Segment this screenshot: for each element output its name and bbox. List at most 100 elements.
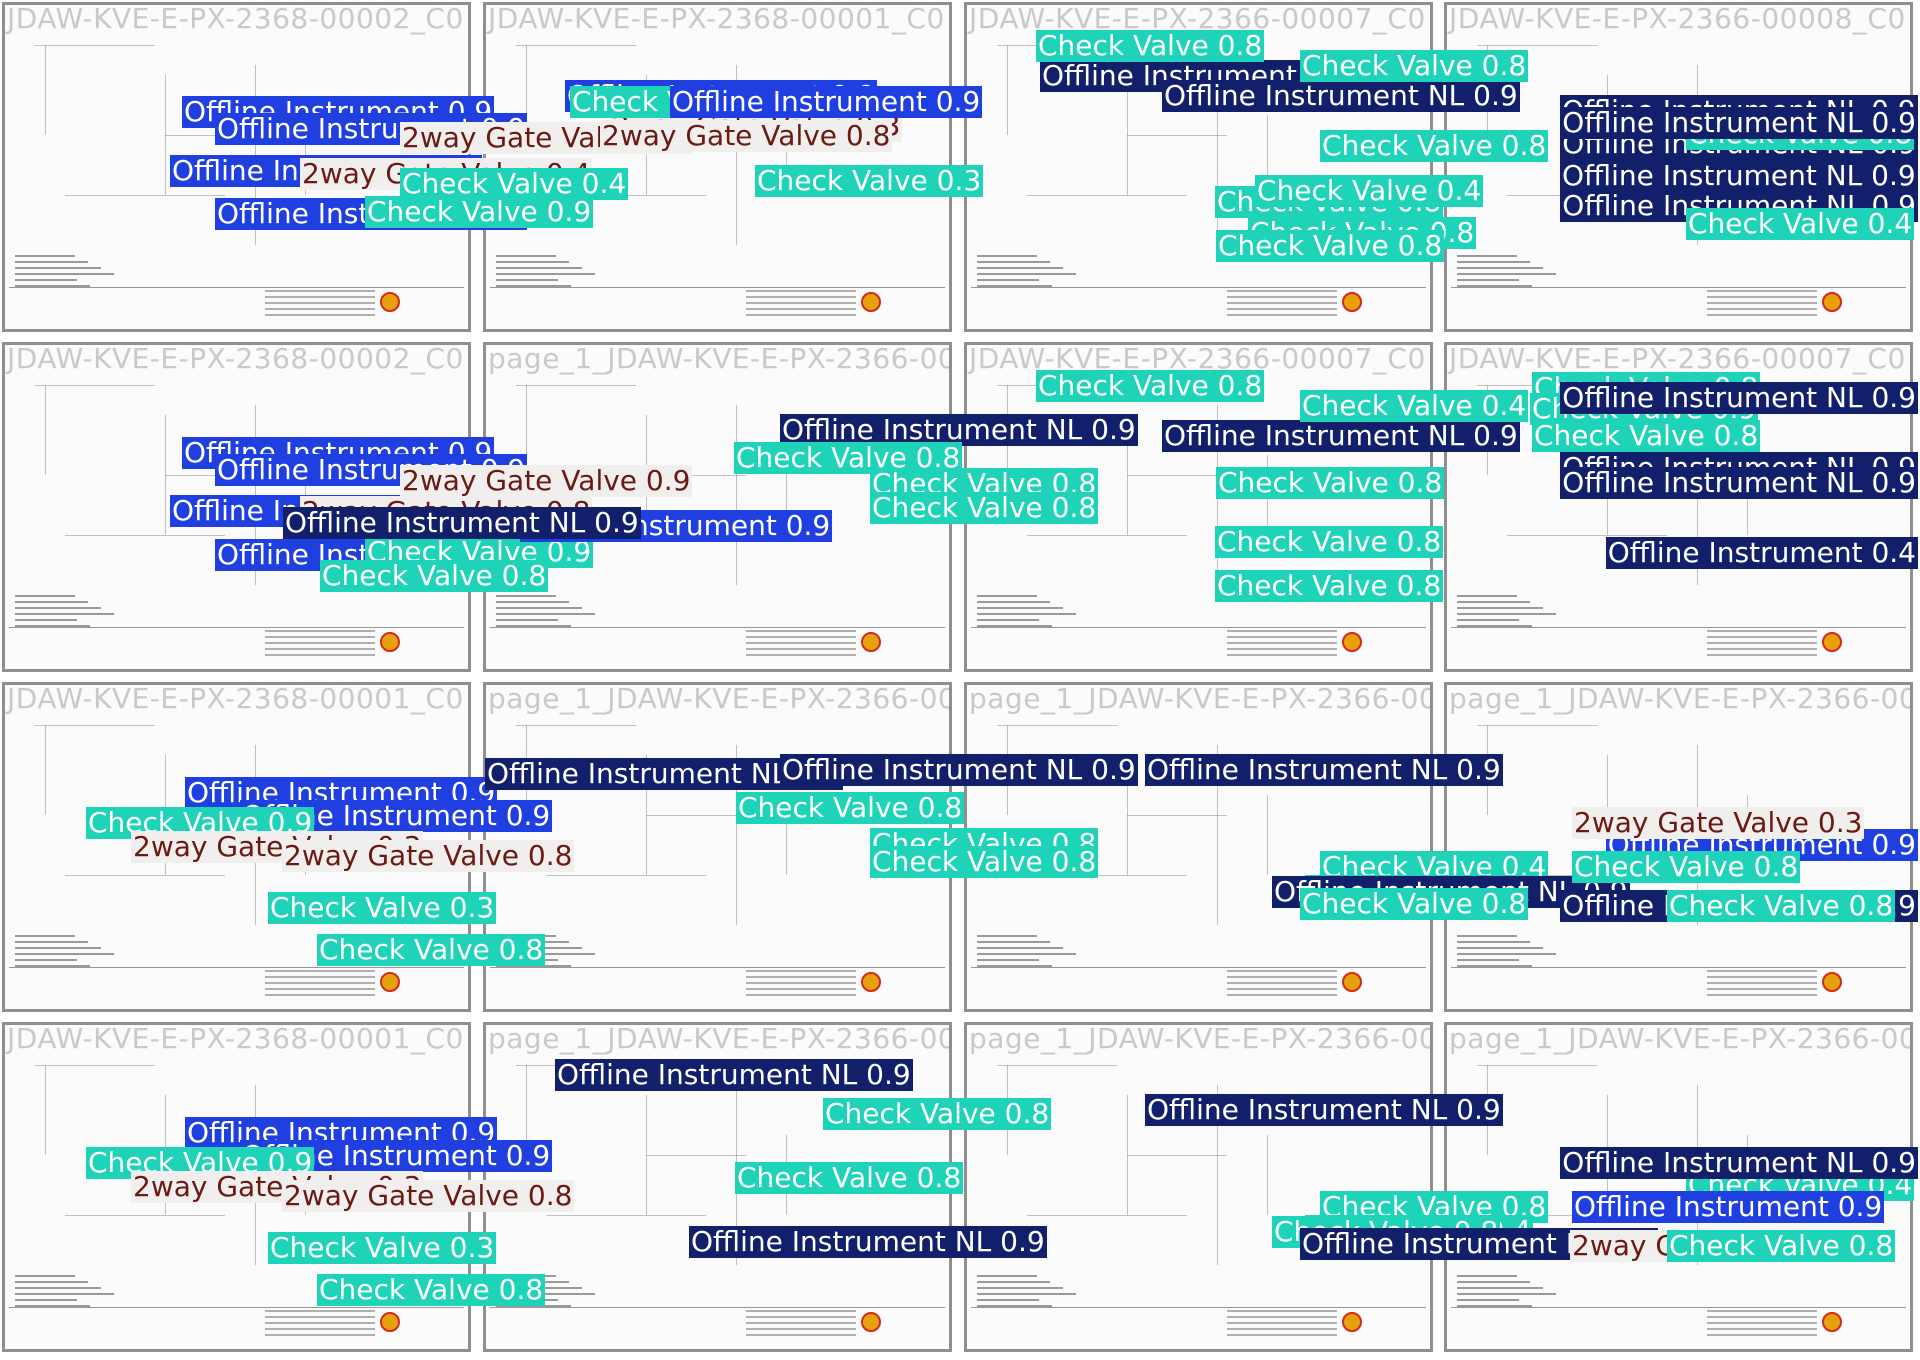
tile-title: JDAW-KVE-E-PX-2368-00001_C0	[7, 682, 464, 715]
notes-text	[1457, 1281, 1530, 1283]
title-block-row	[265, 982, 375, 984]
notes-text	[15, 1281, 88, 1283]
pipe-line	[516, 45, 636, 46]
pipe-line	[45, 1065, 46, 1155]
detection-label: Check Valve 0.3	[268, 891, 497, 924]
shell-logo	[861, 292, 881, 312]
title-block-row	[1227, 970, 1337, 972]
detection-label: Check Valve 0.8	[1036, 29, 1265, 62]
shell-logo	[861, 632, 881, 652]
title-block-row	[1707, 314, 1817, 316]
title-block-border	[9, 627, 464, 628]
notes-text	[15, 285, 90, 287]
title-block-row	[746, 1310, 856, 1312]
notes-text	[977, 255, 1037, 257]
notes-text	[1457, 941, 1530, 943]
tile-title: JDAW-KVE-E-PX-2366-00008_C0	[1449, 2, 1906, 35]
title-block-row	[746, 654, 856, 656]
notes-text	[15, 619, 77, 621]
title-block-border	[9, 967, 464, 968]
title-block-row	[1707, 1316, 1817, 1318]
shell-logo	[1822, 292, 1842, 312]
shell-logo	[380, 1312, 400, 1332]
detection-label: Check Valve 0.8	[1215, 525, 1444, 558]
detection-label: Check Valve 0.4	[1255, 174, 1484, 207]
title-block-row	[1227, 1334, 1337, 1336]
title-block-row	[1707, 1334, 1817, 1336]
title-block-row	[1707, 1310, 1817, 1312]
title-block-border	[490, 967, 945, 968]
notes-text	[977, 965, 1052, 967]
notes-text	[496, 261, 569, 263]
notes-text	[977, 953, 1076, 955]
pipe-line	[1267, 115, 1268, 195]
detection-label: Check Valve 0.8	[1036, 369, 1265, 402]
title-block-row	[746, 630, 856, 632]
pipe-line	[35, 725, 155, 726]
title-block-row	[746, 648, 856, 650]
notes-text	[977, 273, 1076, 275]
pipe-line	[1127, 135, 1227, 136]
title-block-row	[1227, 636, 1337, 638]
title-block-row	[265, 988, 375, 990]
title-block-border	[1451, 627, 1906, 628]
title-block-row	[1707, 630, 1817, 632]
notes-text	[977, 613, 1076, 615]
pipe-line	[526, 45, 527, 135]
notes-text	[15, 935, 75, 937]
notes-text	[1457, 1293, 1556, 1295]
notes-text	[1457, 607, 1543, 609]
pipe-line	[646, 1155, 746, 1156]
detection-label: Offline Instrument NL 0.9	[1162, 79, 1520, 112]
notes-text	[15, 1275, 75, 1277]
title-block-row	[1707, 994, 1817, 996]
title-block-row	[265, 1316, 375, 1318]
notes-text	[15, 273, 114, 275]
notes-text	[1457, 1299, 1519, 1301]
tile-title: JDAW-KVE-E-PX-2368-00001_C0	[488, 2, 945, 35]
notes-text	[496, 273, 595, 275]
shell-logo	[1342, 292, 1362, 312]
pipe-line	[45, 385, 46, 475]
pipe-line	[736, 65, 737, 245]
notes-text	[15, 965, 90, 967]
title-block-row	[1227, 994, 1337, 996]
notes-text	[1457, 1305, 1532, 1307]
pipe-line	[1267, 795, 1268, 875]
title-block-row	[746, 314, 856, 316]
pipe-line	[526, 385, 527, 475]
notes-text	[977, 941, 1050, 943]
pipe-line	[45, 725, 46, 815]
notes-text	[1457, 261, 1530, 263]
pipe-line	[997, 1065, 1117, 1066]
notes-text	[977, 267, 1063, 269]
title-block-row	[746, 308, 856, 310]
title-block-row	[1707, 296, 1817, 298]
notes-text	[977, 285, 1052, 287]
pipe-line	[35, 45, 155, 46]
title-block-row	[1227, 1322, 1337, 1324]
detection-label: Offline Instrument 0.9	[670, 85, 983, 118]
tile-title: page_1_JDAW-KVE-E-PX-2366-00012_C0	[488, 682, 949, 715]
detection-label: 2way Gate Valve 0.9	[400, 464, 693, 497]
notes-text	[1457, 613, 1556, 615]
detection-label: Offline Instrument NL 0.9	[1560, 466, 1918, 499]
detection-label: Offline Instrument NL 0.9	[689, 1225, 1047, 1258]
title-block-row	[1707, 988, 1817, 990]
pipe-line	[736, 405, 737, 585]
pipe-line	[1127, 1095, 1128, 1215]
title-block-border	[971, 627, 1426, 628]
pipe-line	[646, 1095, 647, 1215]
title-block-row	[1227, 648, 1337, 650]
title-block-row	[1227, 314, 1337, 316]
title-block-border	[971, 1307, 1426, 1308]
title-block-border	[971, 287, 1426, 288]
pipe-line	[786, 455, 787, 535]
notes-text	[1457, 965, 1532, 967]
tile-title: JDAW-KVE-E-PX-2368-00002_C0	[7, 2, 464, 35]
pipe-line	[1127, 475, 1227, 476]
notes-text	[15, 1305, 90, 1307]
title-block-row	[746, 982, 856, 984]
detection-label: Check Valve 0.3	[268, 1231, 497, 1264]
pipe-line	[1217, 65, 1218, 245]
